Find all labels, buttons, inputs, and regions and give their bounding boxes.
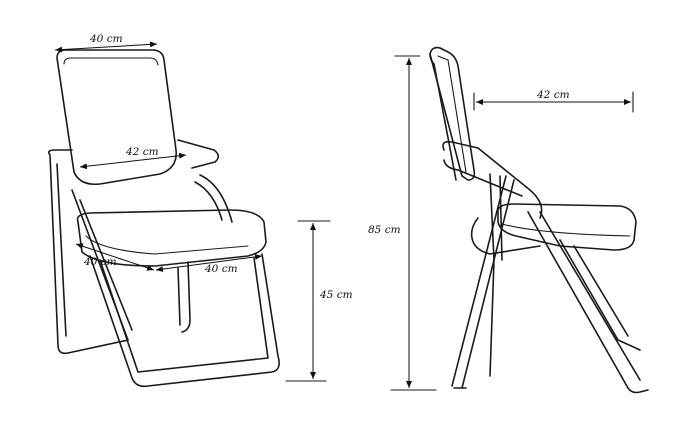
label-front-seat-height: 45 cm [319,289,353,301]
label-front-back-width: 40 cm [89,33,123,45]
dim-front-seat-left: 40 cm [75,243,155,271]
dim-side-total-height: 85 cm [368,55,437,391]
dim-front-seat-right: 40 cm [155,253,263,275]
dim-front-back-depth: 42 cm [79,146,187,170]
label-front-seat-right: 40 cm [204,263,238,275]
dim-front-seat-height: 45 cm [285,220,353,382]
dim-front-back-width: 40 cm [54,33,158,53]
side-view-chair [429,46,649,394]
label-front-back-depth: 42 cm [125,146,159,158]
front-view-chair [48,49,280,388]
label-side-depth: 42 cm [536,89,570,101]
dim-side-depth: 42 cm [473,89,634,113]
label-front-seat-left: 40 cm [83,256,117,268]
label-side-total-height: 85 cm [368,224,401,236]
